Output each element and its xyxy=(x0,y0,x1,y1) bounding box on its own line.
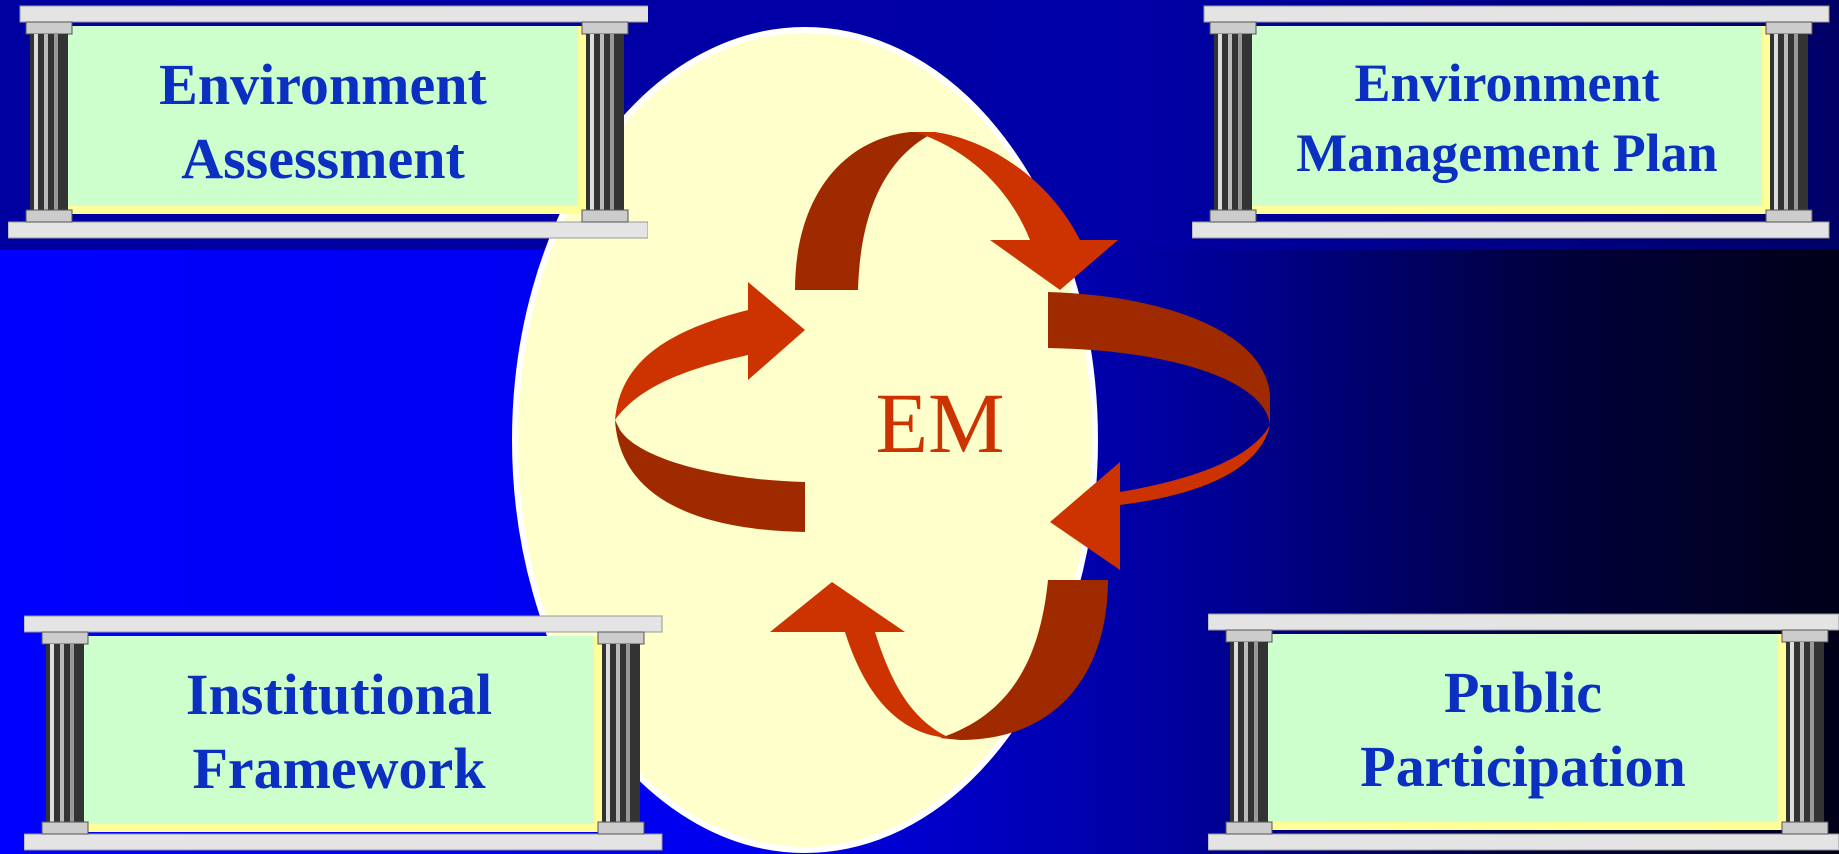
right-column xyxy=(1781,629,1829,835)
panel-line-1: Public xyxy=(1444,660,1602,725)
panel-environment-assessment: Environment Assessment xyxy=(8,4,648,240)
pillar-frame xyxy=(8,5,648,239)
panel-institutional-framework: Institutional Framework xyxy=(24,614,664,852)
panel-line-2: Assessment xyxy=(181,126,465,191)
panel-title: Environment Management Plan xyxy=(1252,48,1762,188)
left-column xyxy=(1225,629,1273,835)
pillar-frame xyxy=(24,615,663,851)
panel-line-1: Institutional xyxy=(185,662,493,727)
panel-title: Public Participation xyxy=(1268,656,1778,804)
panel-line-1: Environment xyxy=(1354,53,1660,113)
panel-public-participation: Public Participation xyxy=(1208,612,1839,852)
panel-title: Institutional Framework xyxy=(84,658,594,806)
left-column xyxy=(25,21,73,223)
left-column xyxy=(41,631,89,835)
pillar-frame xyxy=(1192,5,1830,239)
panel-line-2: Participation xyxy=(1360,734,1686,799)
arrow-bottom xyxy=(770,580,1108,740)
center-circle xyxy=(512,27,1098,853)
center-label: EM xyxy=(875,375,1005,471)
right-column xyxy=(581,21,629,223)
pillar-frame xyxy=(1208,613,1839,851)
panel-environment-management-plan: Environment Management Plan xyxy=(1192,4,1832,240)
panel-line-1: Environment xyxy=(159,52,487,117)
panel-title: Environment Assessment xyxy=(68,48,578,196)
arrow-right xyxy=(1048,292,1270,570)
right-column xyxy=(597,631,645,835)
arrow-left xyxy=(615,282,805,532)
arrow-top xyxy=(795,132,1118,290)
right-column xyxy=(1765,21,1813,223)
panel-line-2: Framework xyxy=(192,736,486,801)
left-column xyxy=(1209,21,1257,223)
panel-line-2: Management Plan xyxy=(1296,123,1718,183)
